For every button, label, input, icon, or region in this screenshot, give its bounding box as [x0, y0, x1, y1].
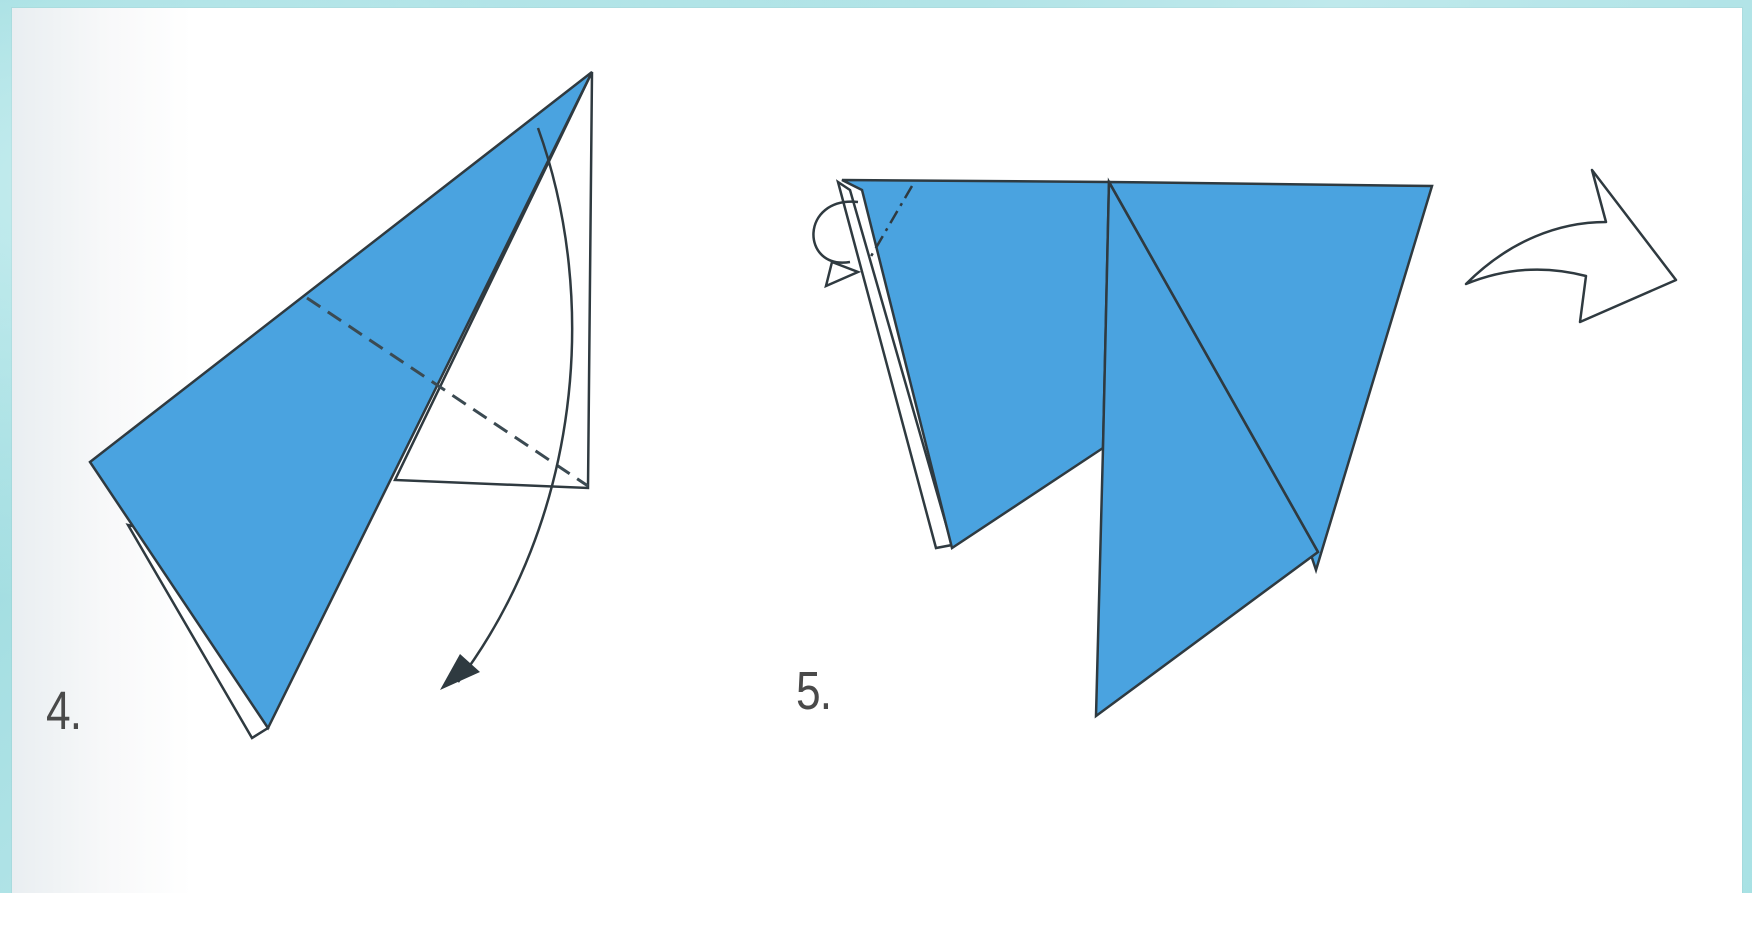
bottom-white-strip: [0, 893, 1752, 931]
step5-mountain-fold-line: [868, 185, 914, 259]
turn-over-icon: [812, 200, 859, 264]
fold-arrow-icon: [457, 127, 574, 683]
step4-blue-triangle: [88, 71, 594, 731]
step4-figure: [88, 71, 594, 740]
step5-figure: [812, 177, 1434, 719]
fold-arrowhead-icon: [440, 654, 480, 690]
step5-left-flap: [841, 178, 1111, 551]
turn-over-arrowhead-icon: [824, 260, 862, 289]
step-5-number: 5.: [796, 661, 832, 721]
step-4-number: 4.: [46, 681, 82, 741]
step4-fold-line: [306, 296, 589, 488]
step5-crease-line: [1107, 181, 1320, 553]
next-arrow-icon: [1464, 168, 1678, 324]
